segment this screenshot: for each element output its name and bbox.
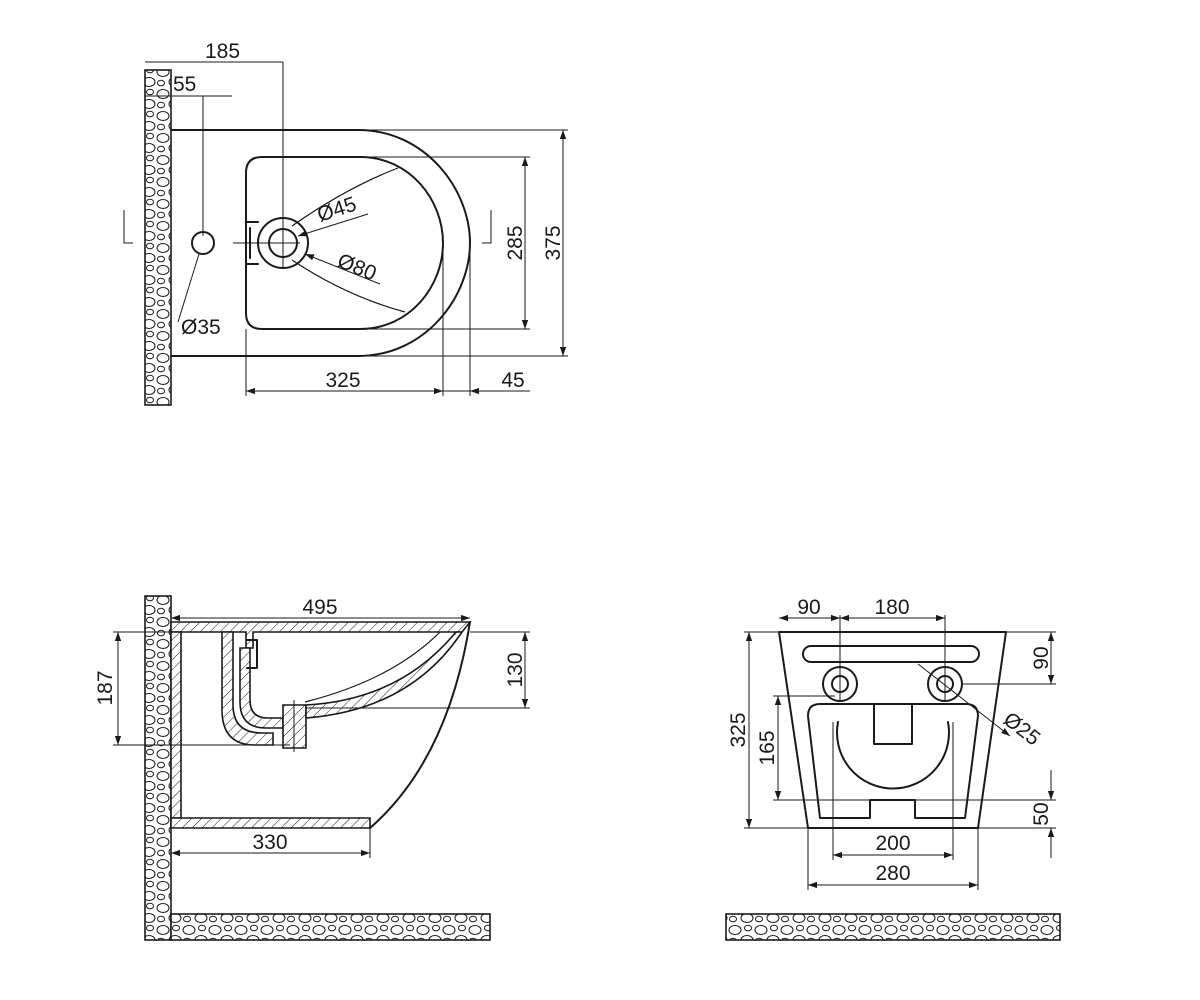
plan-bowl-slope-lower (291, 259, 406, 313)
plan-dim-45: 45 (501, 369, 524, 392)
plan-dim-375: 375 (542, 225, 565, 260)
plan-view: 185 55 Ø45 Ø80 Ø35 285 375 325 45 (123, 40, 568, 406)
plan-dia-45-leader (297, 213, 369, 237)
side-base (170, 817, 371, 829)
rear-top-slot (802, 645, 980, 663)
rear-dim-180: 180 (874, 596, 909, 619)
plan-section-mark-right (482, 210, 492, 244)
rear-bowl-circle (836, 721, 950, 790)
plan-dia-35-leader (177, 253, 200, 323)
side-bowl-inner-curve (304, 631, 441, 703)
side-floor (170, 913, 491, 941)
side-bowl-wall (239, 647, 284, 729)
plan-dim-185: 185 (205, 40, 240, 63)
side-dim-495: 495 (302, 596, 337, 619)
rear-waste-box (873, 703, 913, 745)
rear-dim-90-vertical: 90 (1030, 646, 1053, 669)
rear-dim-200: 200 (875, 832, 910, 855)
rear-dim-90-horizontal: 90 (797, 596, 820, 619)
plan-bowl-outline (245, 156, 444, 330)
rear-dia-25: Ø25 (999, 708, 1044, 751)
side-dim-130: 130 (504, 652, 527, 687)
plan-bowl-slope-upper (291, 167, 399, 227)
rear-dia-25-leader (917, 663, 1011, 737)
side-dim-187: 187 (94, 670, 117, 705)
plan-dia-80: Ø80 (334, 249, 379, 285)
rear-floor (725, 913, 1061, 941)
side-bowl-curve (305, 631, 464, 719)
rear-dim-165: 165 (756, 730, 779, 765)
plan-dia-35: Ø35 (181, 316, 221, 339)
plan-dim-325: 325 (325, 369, 360, 392)
plan-dim-55: 55 (173, 73, 196, 96)
plan-wall (144, 69, 172, 406)
rear-dim-280: 280 (875, 862, 910, 885)
rear-view: 90 180 90 Ø25 325 165 50 200 (725, 596, 1061, 941)
side-inner-pipe (221, 631, 274, 746)
plan-section-mark-left (123, 210, 133, 244)
rear-dim-50: 50 (1030, 802, 1053, 825)
side-dim-330: 330 (252, 831, 287, 854)
rear-dim-325: 325 (727, 712, 750, 747)
side-tap-fitting (246, 639, 258, 669)
side-view: 495 187 130 330 (94, 595, 530, 941)
side-body-outer-curve (369, 621, 471, 829)
plan-dia-45: Ø45 (314, 193, 359, 227)
side-wall (144, 595, 172, 941)
side-body-shell-back (170, 631, 182, 819)
side-body-shell-top (170, 621, 472, 649)
plan-dia-80-leader (304, 253, 381, 285)
plan-dim-285: 285 (504, 225, 527, 260)
